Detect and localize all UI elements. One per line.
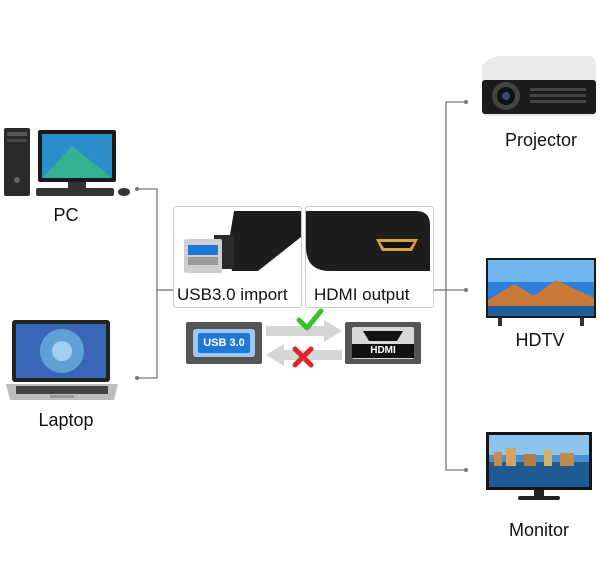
hdtv-image — [484, 256, 598, 328]
usb-connector-panel: USB3.0 import — [173, 206, 302, 308]
hdmi-port-graphic: HDMI — [345, 322, 421, 364]
usb-port-label: USB 3.0 — [198, 333, 250, 353]
usb-plug-image — [184, 211, 301, 273]
hdmi-caption: HDMI output — [314, 285, 410, 304]
usb-port-graphic: USB 3.0 — [186, 322, 262, 364]
pc-label: PC — [53, 205, 79, 225]
hdmi-port-label: HDMI — [352, 344, 414, 358]
usb-caption: USB3.0 import — [177, 285, 288, 304]
laptop-label: Laptop — [38, 410, 94, 430]
monitor-image — [484, 430, 594, 502]
check-icon — [296, 308, 324, 331]
projector-image — [478, 52, 598, 122]
hdmi-socket-image — [306, 211, 430, 271]
hdtv-label: HDTV — [515, 330, 565, 350]
hdmi-connector-panel: HDMI output — [305, 206, 434, 308]
monitor-label: Monitor — [508, 520, 570, 540]
pc-image — [2, 124, 134, 200]
laptop-image — [2, 318, 122, 404]
cross-icon — [292, 346, 314, 368]
projector-label: Projector — [504, 130, 578, 150]
